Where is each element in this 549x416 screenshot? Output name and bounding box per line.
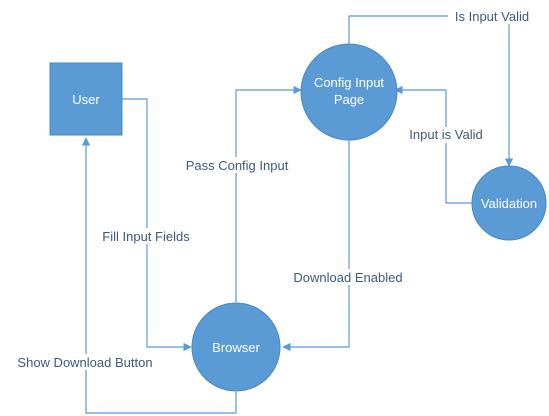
validation-node-label: Validation [481,196,537,211]
user-node-label: User [72,92,100,107]
browser-node [191,302,281,392]
edge-label-pass-config-input: Pass Config Input [186,158,289,173]
edge-download-enabled [282,139,350,352]
browser-node-label: Browser [212,340,260,355]
edge-label-is-input-valid: Is Input Valid [455,9,529,24]
edge-label-fill-input-fields: Fill Input Fields [102,229,190,244]
edge-label-bg [448,8,536,24]
validation-node [471,165,547,241]
edge-show-download-button [81,137,237,414]
user-node [49,62,123,136]
edge-label-bg [6,354,164,370]
config-node-label-line1: Config Input [314,75,384,90]
edge-pass-config-input [235,85,302,302]
config-node-label-line2: Page [334,92,364,107]
config-input-page-node [300,43,398,141]
edge-label-bg [95,228,197,244]
edge-label-download-enabled: Download Enabled [293,270,402,285]
edge-fill-input-fields [122,98,192,352]
edge-label-input-is-valid: Input is Valid [409,127,482,142]
edge-label-bg [403,127,489,143]
edge-input-is-valid [394,85,472,204]
edge-label-bg [287,269,409,285]
edge-is-input-valid [348,15,514,167]
edge-label-show-download-button: Show Download Button [17,355,152,370]
edge-label-bg [180,157,294,173]
